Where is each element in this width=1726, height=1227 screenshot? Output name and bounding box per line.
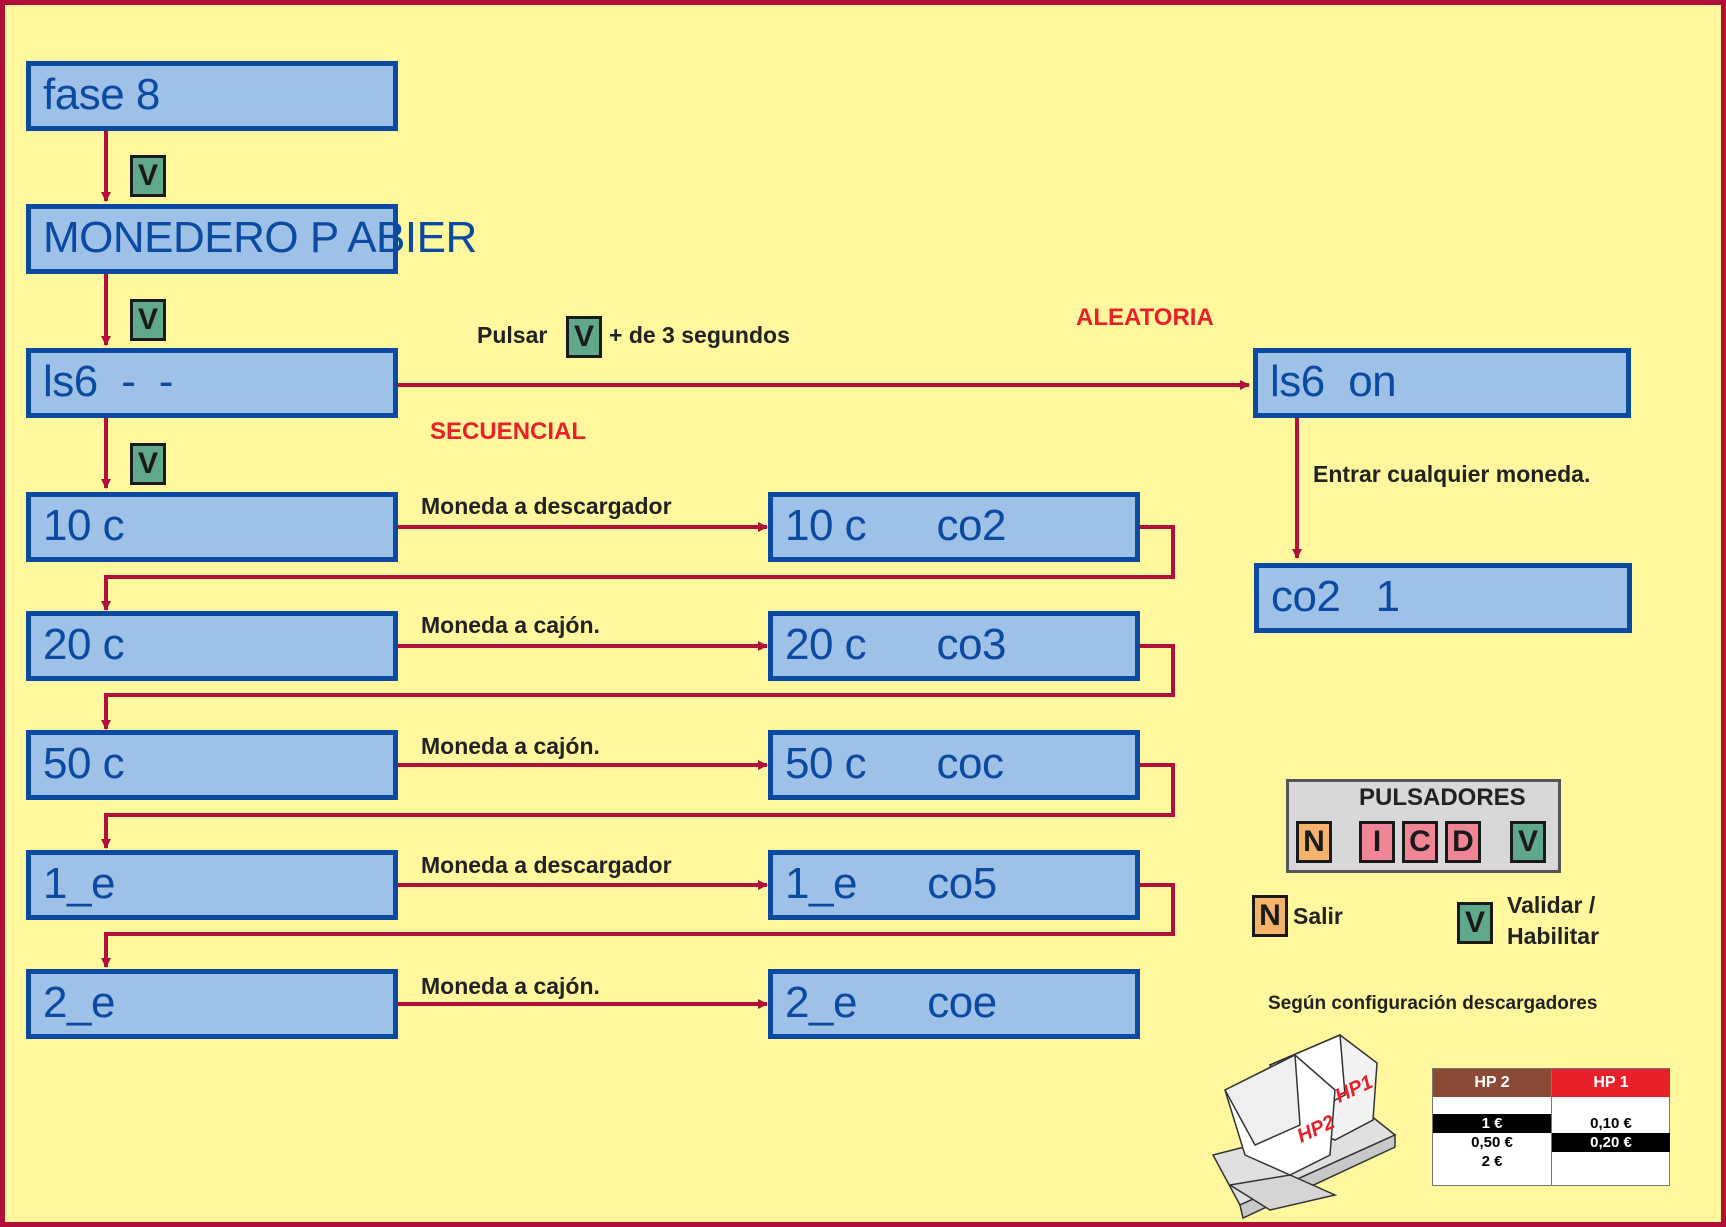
aleatoria-label: ALEATORIA [1076, 304, 1214, 331]
loop-20c-to-50c [101, 644, 1175, 730]
screen-co2-count: co2 1 [1254, 563, 1632, 633]
hp2-value: 0,50 € [1471, 1134, 1513, 1151]
descargadores-caption: Según configuración descargadores [1268, 993, 1598, 1014]
action-label-20c: Moneda a cajón. [421, 612, 600, 638]
pulsar-duration-label: + de 3 segundos [609, 322, 790, 348]
secuencial-label: SECUENCIAL [430, 418, 587, 445]
screen-ls6: ls6 - - [26, 348, 398, 418]
hp1-value: 0,10 € [1590, 1115, 1632, 1132]
validar-label: Validar / [1507, 892, 1596, 918]
c-key-icon: C [1402, 821, 1438, 863]
i-key-icon: I [1359, 821, 1395, 863]
screen-input-1e: 1_e [26, 850, 398, 920]
screen-input-2e: 2_e [26, 969, 398, 1039]
hp2-header: HP 2 [1433, 1069, 1551, 1097]
v-key-icon: V [1510, 821, 1546, 863]
v-key-icon: V [566, 316, 602, 358]
v-key-icon: V [1457, 902, 1493, 944]
screen-monedero: MONEDERO P ABIER [26, 204, 477, 274]
habilitar-label: Habilitar [1507, 923, 1600, 949]
screen-ls6-on: ls6 on [1253, 348, 1631, 418]
hopper-config-table: HP 2 1 € 0,50 € 2 € HP 1 0,10 € 0,20 € [1432, 1068, 1670, 1186]
screen-input-10c: 10 c [26, 492, 398, 562]
screen-input-50c: 50 c [26, 730, 398, 800]
pulsar-label: Pulsar [477, 322, 548, 348]
pulsadores-panel: PULSADORES N I C D V [1286, 779, 1561, 873]
action-label-50c: Moneda a cajón. [421, 733, 600, 759]
loop-1e-to-2e [101, 883, 1175, 968]
pulsadores-title: PULSADORES [1359, 784, 1526, 811]
entrar-moneda-label: Entrar cualquier moneda. [1313, 461, 1591, 487]
loop-50c-to-1e [101, 763, 1175, 849]
hp1-header: HP 1 [1552, 1069, 1670, 1097]
n-key-icon: N [1252, 895, 1288, 937]
hopper-illustration [1211, 1033, 1397, 1220]
action-label-1e: Moneda a descargador [421, 852, 672, 878]
v-key-icon: V [130, 299, 166, 341]
screen-result-co2: 10 c co2 [768, 492, 1140, 562]
screen-fase: fase 8 [26, 61, 398, 131]
screen-result-co3: 20 c co3 [768, 611, 1140, 681]
hp2-value: 2 € [1481, 1153, 1503, 1170]
screen-result-coc: 50 c coc [768, 730, 1140, 800]
action-label-10c: Moneda a descargador [421, 493, 672, 519]
hp2-column: HP 2 1 € 0,50 € 2 € [1433, 1069, 1551, 1185]
action-label-2e: Moneda a cajón. [421, 973, 600, 999]
salir-label: Salir [1293, 903, 1343, 929]
d-key-icon: D [1445, 821, 1481, 863]
flow-connectors: HP1 HP2 [101, 129, 1397, 1220]
hp1-column: HP 1 0,10 € 0,20 € [1551, 1069, 1670, 1185]
v-key-icon: V [130, 155, 166, 197]
screen-result-co5: 1_e co5 [768, 850, 1140, 920]
hp1-value: 0,20 € [1552, 1133, 1670, 1152]
loop-10c-to-20c [101, 525, 1175, 611]
v-key-icon: V [130, 443, 166, 485]
screen-result-coe: 2_e coe [768, 969, 1140, 1039]
screen-input-20c: 20 c [26, 611, 398, 681]
n-key-icon: N [1296, 821, 1332, 863]
hp2-value: 1 € [1433, 1114, 1551, 1133]
